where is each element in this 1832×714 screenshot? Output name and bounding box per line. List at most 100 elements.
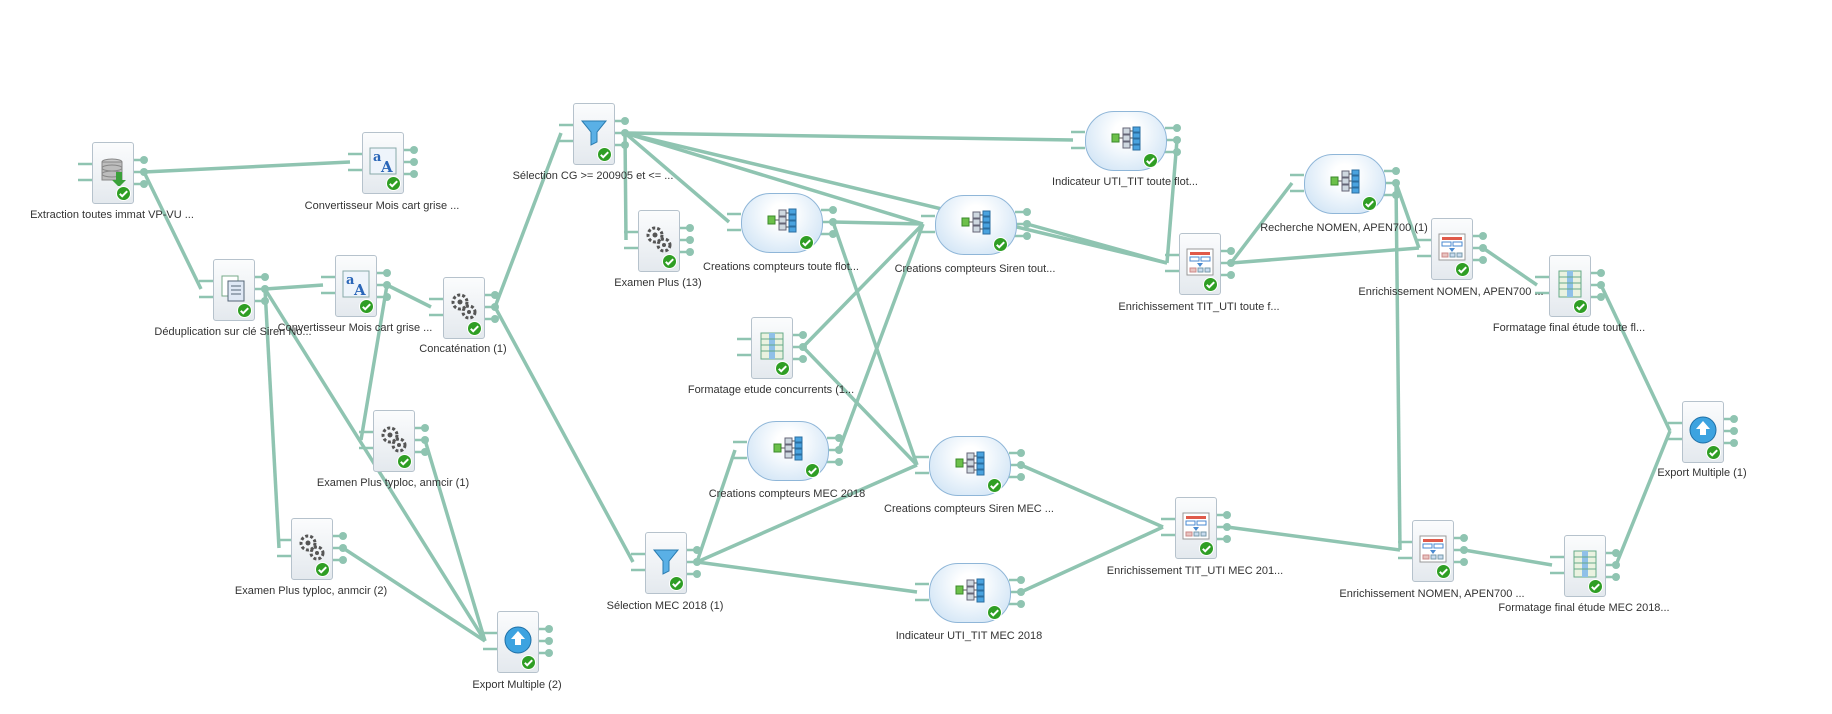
output-anchor[interactable] [410, 158, 418, 166]
output-anchor[interactable] [1173, 136, 1181, 144]
output-anchor[interactable] [1460, 546, 1468, 554]
output-anchor[interactable] [693, 570, 701, 578]
output-anchor[interactable] [1730, 439, 1738, 447]
output-anchor[interactable] [410, 146, 418, 154]
output-anchor[interactable] [421, 448, 429, 456]
node-dedup[interactable] [213, 259, 255, 321]
node-cc_siren_mec[interactable] [929, 436, 1011, 496]
output-anchor[interactable] [1597, 293, 1605, 301]
node-ind_flot[interactable] [1085, 111, 1167, 171]
node-cc_mec[interactable] [747, 421, 829, 481]
output-anchor[interactable] [1227, 259, 1235, 267]
output-anchor[interactable] [545, 649, 553, 657]
node-sel_cg[interactable] [573, 103, 615, 165]
output-anchor[interactable] [1227, 247, 1235, 255]
node-concat[interactable] [443, 277, 485, 339]
output-anchor[interactable] [1730, 415, 1738, 423]
output-anchor[interactable] [799, 355, 807, 363]
node-cc_flot[interactable] [741, 193, 823, 253]
output-anchor[interactable] [686, 248, 694, 256]
output-anchor[interactable] [1730, 427, 1738, 435]
output-anchor[interactable] [1017, 473, 1025, 481]
output-anchor[interactable] [1392, 167, 1400, 175]
output-anchor[interactable] [1597, 281, 1605, 289]
output-anchor[interactable] [140, 180, 148, 188]
node-fmt_final2[interactable] [1564, 535, 1606, 597]
output-anchor[interactable] [1017, 449, 1025, 457]
output-anchor[interactable] [1173, 148, 1181, 156]
output-anchor[interactable] [545, 625, 553, 633]
output-anchor[interactable] [545, 637, 553, 645]
output-anchor[interactable] [1017, 588, 1025, 596]
output-anchor[interactable] [1173, 124, 1181, 132]
output-anchor[interactable] [621, 141, 629, 149]
output-anchor[interactable] [835, 458, 843, 466]
output-anchor[interactable] [261, 285, 269, 293]
output-anchor[interactable] [1479, 232, 1487, 240]
output-anchor[interactable] [1223, 523, 1231, 531]
output-anchor[interactable] [1017, 461, 1025, 469]
node-fmt_conc[interactable] [751, 317, 793, 379]
output-anchor[interactable] [491, 303, 499, 311]
output-anchor[interactable] [1479, 244, 1487, 252]
output-anchor[interactable] [835, 446, 843, 454]
output-anchor[interactable] [1023, 208, 1031, 216]
node-fmt_final1[interactable] [1549, 255, 1591, 317]
output-anchor[interactable] [799, 343, 807, 351]
output-anchor[interactable] [339, 556, 347, 564]
output-anchor[interactable] [1460, 534, 1468, 542]
output-anchor[interactable] [829, 218, 837, 226]
output-anchor[interactable] [1612, 561, 1620, 569]
node-ind_mec[interactable] [929, 563, 1011, 623]
node-enr_nomen1[interactable] [1431, 218, 1473, 280]
output-anchor[interactable] [339, 544, 347, 552]
output-anchor[interactable] [1023, 220, 1031, 228]
output-anchor[interactable] [1460, 558, 1468, 566]
output-anchor[interactable] [491, 291, 499, 299]
node-cc_siren_tout[interactable] [935, 195, 1017, 255]
output-anchor[interactable] [1612, 549, 1620, 557]
output-anchor[interactable] [339, 532, 347, 540]
node-enr_mec[interactable] [1175, 497, 1217, 559]
output-anchor[interactable] [1223, 511, 1231, 519]
output-anchor[interactable] [1017, 600, 1025, 608]
node-export2[interactable] [497, 611, 539, 673]
output-anchor[interactable] [261, 273, 269, 281]
output-anchor[interactable] [1017, 576, 1025, 584]
output-anchor[interactable] [383, 281, 391, 289]
node-exam_typ1[interactable] [373, 410, 415, 472]
output-anchor[interactable] [1597, 269, 1605, 277]
output-anchor[interactable] [140, 168, 148, 176]
output-anchor[interactable] [693, 558, 701, 566]
output-anchor[interactable] [1612, 573, 1620, 581]
node-exam_typ2[interactable] [291, 518, 333, 580]
output-anchor[interactable] [799, 331, 807, 339]
output-anchor[interactable] [835, 434, 843, 442]
node-enr_flot[interactable] [1179, 233, 1221, 295]
output-anchor[interactable] [1392, 179, 1400, 187]
output-anchor[interactable] [421, 436, 429, 444]
output-anchor[interactable] [383, 269, 391, 277]
node-rech_nomen[interactable] [1304, 154, 1386, 214]
output-anchor[interactable] [1223, 535, 1231, 543]
output-anchor[interactable] [1392, 191, 1400, 199]
output-anchor[interactable] [410, 170, 418, 178]
output-anchor[interactable] [693, 546, 701, 554]
node-export1[interactable] [1682, 401, 1724, 463]
output-anchor[interactable] [383, 293, 391, 301]
output-anchor[interactable] [829, 206, 837, 214]
output-anchor[interactable] [1479, 256, 1487, 264]
output-anchor[interactable] [421, 424, 429, 432]
output-anchor[interactable] [686, 224, 694, 232]
node-enr_nomen2[interactable] [1412, 520, 1454, 582]
node-exam13[interactable] [638, 210, 680, 272]
node-extraction[interactable] [92, 142, 134, 204]
output-anchor[interactable] [1227, 271, 1235, 279]
node-sel_mec[interactable] [645, 532, 687, 594]
output-anchor[interactable] [621, 117, 629, 125]
output-anchor[interactable] [829, 230, 837, 238]
output-anchor[interactable] [491, 315, 499, 323]
output-anchor[interactable] [621, 129, 629, 137]
